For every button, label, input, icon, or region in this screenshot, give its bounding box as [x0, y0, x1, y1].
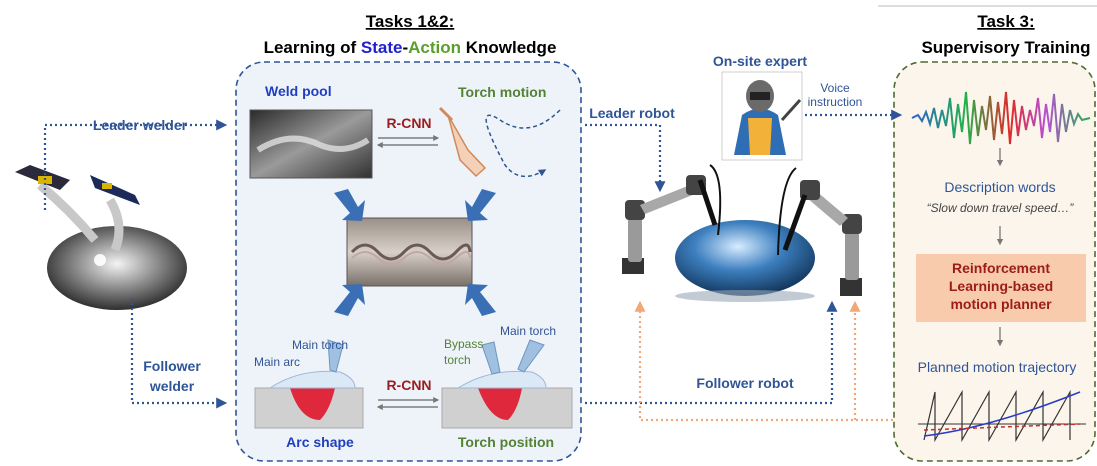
arc-shape-sketch [254, 339, 364, 429]
main-torch-left-label: Main torch [292, 338, 348, 352]
arc-shape-label: Arc shape [286, 434, 354, 450]
leader-robot-connector [585, 123, 666, 193]
bypass-torch-label-1: Bypass [444, 337, 483, 351]
leader-welder-connector [43, 119, 228, 210]
planned-trajectory-label: Planned motion trajectory [918, 359, 1077, 375]
dual-robot-cell-image [622, 164, 862, 302]
rcnn-bottom-label: R-CNN [386, 377, 431, 393]
follower-robot-label: Follower robot [696, 375, 794, 391]
torch-position-sketch [441, 339, 573, 429]
torch-position-label: Torch position [458, 434, 554, 450]
voice-instruction-label-1: Voice [820, 81, 850, 95]
welding-torch-image [15, 165, 187, 310]
torch-motion-label: Torch motion [458, 84, 546, 100]
rl-planner-line1: Reinforcement [952, 260, 1050, 276]
instruction-quote: “Slow down travel speed…” [927, 201, 1075, 215]
welder-expert-icon [721, 71, 803, 161]
feedback-connector-left [634, 300, 893, 422]
voice-waveform [911, 91, 1091, 145]
follower-welder-connector [130, 298, 228, 409]
rl-planner-line3: motion planner [950, 296, 1052, 312]
voice-instruction-label-2: instruction [808, 95, 863, 109]
leader-robot-label: Leader robot [589, 105, 675, 121]
tasks12-heading: Tasks 1&2: [366, 12, 455, 31]
weld-pool-label: Weld pool [265, 83, 332, 99]
task3-heading: Task 3: [977, 12, 1034, 31]
tasks12-subtitle: Learning of State-Action Knowledge [264, 38, 557, 57]
main-torch-right-label: Main torch [500, 324, 556, 338]
rcnn-top-label: R-CNN [386, 115, 431, 131]
bypass-torch-label-2: torch [444, 353, 471, 367]
onsite-expert-label: On-site expert [713, 53, 807, 69]
main-arc-label: Main arc [254, 355, 300, 369]
follower-welder-label-2: welder [149, 378, 195, 394]
torch-motion-sketch [438, 106, 561, 178]
description-words-label: Description words [944, 179, 1055, 195]
convergence-arrows [334, 189, 496, 316]
follower-welder-label-1: Follower [143, 358, 201, 374]
planned-trajectory-plot [918, 389, 1086, 443]
task3-subtitle: Supervisory Training [921, 38, 1090, 57]
follower-robot-connector [585, 300, 838, 405]
rl-planner-box [916, 254, 1086, 322]
rl-planner-line2: Learning-based [949, 278, 1053, 294]
